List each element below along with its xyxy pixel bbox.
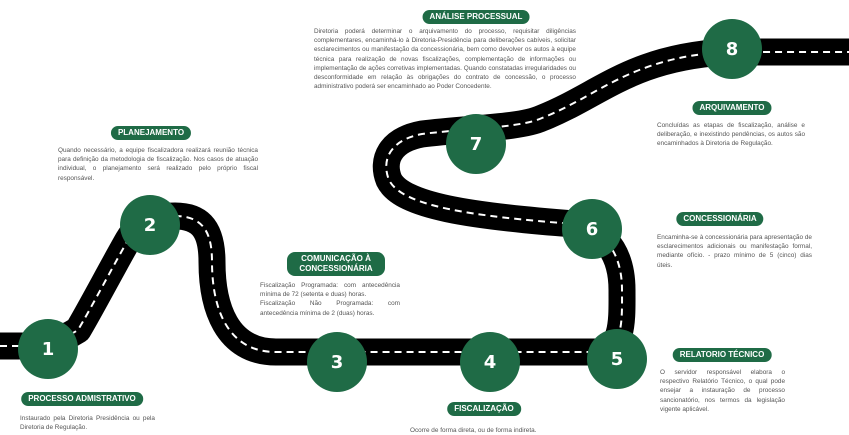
step-4-title: FISCALIZAÇÃO (447, 402, 521, 416)
step-8-title: ARQUIVAMENTO (692, 101, 772, 115)
step-6-description: Encaminha-se à concessionária para apres… (657, 234, 812, 269)
step-2-marker: 2 (120, 195, 180, 255)
step-3-description: Fiscalização Programada: com antecedênci… (260, 282, 400, 317)
step-8-marker: 8 (702, 19, 762, 79)
step-7-marker: 7 (446, 114, 506, 174)
step-3-marker: 3 (307, 332, 367, 392)
step-1-marker: 1 (18, 319, 78, 379)
step-5-description: O servidor responsável elabora o respect… (660, 369, 785, 413)
step-7-description: Diretoria poderá determinar o arquivamen… (314, 28, 576, 91)
step-4-marker: 4 (460, 332, 520, 392)
step-1-description: Instaurado pela Diretoria Presidência ou… (20, 415, 155, 432)
step-6-marker: 6 (562, 199, 622, 259)
step-3-title: COMUNICAÇÃO À CONCESSIONÁRIA (287, 252, 385, 276)
step-6-title: CONCESSIONÁRIA (676, 212, 764, 226)
step-8-description: Concluídas as etapas de fiscalização, an… (657, 122, 805, 148)
step-4-description: Ocorre de forma direta, ou de forma indi… (410, 427, 537, 434)
step-1-title: PROCESSO ADMISTRATIVO (21, 392, 143, 406)
step-2-description: Quando necessário, a equipe fiscalizador… (58, 147, 258, 182)
step-5-marker: 5 (587, 329, 647, 389)
step-7-title: ANÁLISE PROCESSUAL (422, 10, 530, 24)
step-5-title: RELATORIO TÉCNICO (672, 348, 772, 362)
step-2-title: PLANEJAMENTO (110, 126, 192, 140)
